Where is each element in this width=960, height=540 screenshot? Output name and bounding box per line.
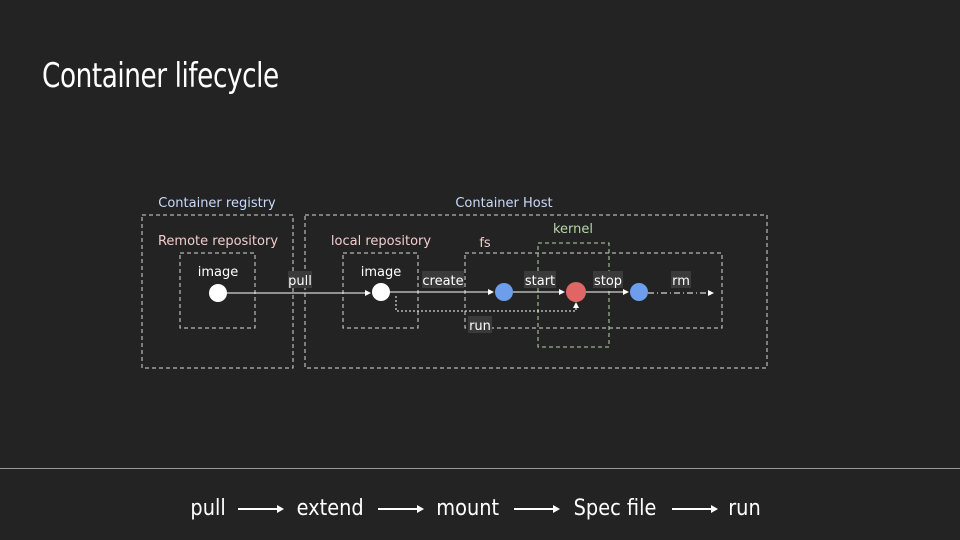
bottom-flow: pull extend mount Spec file run bbox=[188, 493, 763, 523]
running-container-node bbox=[566, 282, 586, 302]
flow-arrow-icon bbox=[671, 505, 718, 513]
host-label: Container Host bbox=[455, 196, 552, 211]
rm-label: rm bbox=[672, 274, 690, 289]
stop-label-bg bbox=[593, 271, 623, 288]
kernel-box bbox=[537, 242, 610, 348]
flow-arrow-icon bbox=[513, 505, 560, 513]
flow-step-spec-file: Spec file bbox=[573, 495, 657, 521]
flow-arrow-icon bbox=[378, 505, 425, 513]
create-label-bg bbox=[422, 271, 464, 288]
kernel-label: kernel bbox=[553, 222, 593, 237]
registry-box bbox=[141, 214, 294, 369]
remote-image-label: image bbox=[198, 265, 239, 280]
local-repo-box bbox=[342, 252, 419, 329]
registry-label: Container registry bbox=[158, 196, 276, 211]
run-arrow bbox=[395, 296, 579, 312]
stopped-container-node bbox=[630, 283, 648, 301]
pull-label-bg bbox=[288, 271, 312, 288]
local-image-label: image bbox=[361, 265, 402, 280]
page-title: Container lifecycle bbox=[42, 56, 279, 96]
bottom-divider bbox=[0, 468, 960, 469]
local-repo-label: local repository bbox=[331, 234, 431, 249]
flow-step-extend: extend bbox=[296, 495, 364, 521]
start-label-bg bbox=[524, 271, 556, 288]
flow-step-pull: pull bbox=[190, 495, 226, 521]
run-label-bg bbox=[468, 316, 492, 333]
fs-box bbox=[464, 252, 723, 329]
start-label: start bbox=[525, 274, 555, 289]
remote-repo-box bbox=[179, 252, 256, 329]
fs-label: fs bbox=[479, 236, 491, 251]
stop-label: stop bbox=[594, 274, 622, 289]
flow-step-run: run bbox=[728, 495, 761, 521]
flow-step-mount: mount bbox=[436, 495, 500, 521]
pull-label: pull bbox=[288, 274, 312, 289]
create-label: create bbox=[422, 274, 463, 289]
created-container-node bbox=[495, 283, 513, 301]
rm-label-bg bbox=[671, 271, 691, 288]
remote-image-node bbox=[209, 284, 227, 302]
run-label: run bbox=[469, 319, 491, 334]
local-image-node bbox=[372, 283, 390, 301]
flow-arrow-icon bbox=[238, 505, 285, 513]
host-box bbox=[304, 214, 768, 369]
lifecycle-diagram: Container registry Container Host Remote… bbox=[141, 196, 768, 369]
remote-repo-label: Remote repository bbox=[158, 234, 278, 249]
